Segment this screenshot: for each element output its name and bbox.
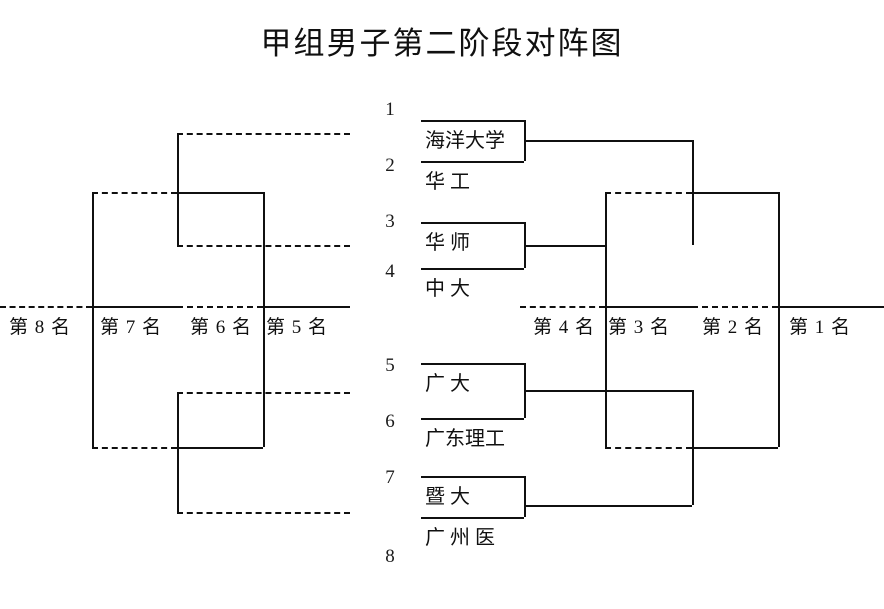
seed-number-8: 8 bbox=[385, 546, 395, 567]
match1-bottom-line bbox=[421, 161, 524, 163]
semifinal-winner-line-lower bbox=[692, 447, 778, 449]
seed-number-6: 6 bbox=[385, 411, 395, 432]
final-connector-upper bbox=[778, 192, 780, 307]
match4-connector bbox=[524, 476, 526, 517]
semifinal-winner-line-upper bbox=[692, 192, 778, 194]
rank-line-left-6 bbox=[177, 306, 263, 308]
match3-winner-line bbox=[524, 390, 692, 392]
team-name-ji-da: 暨 大 bbox=[425, 486, 470, 508]
rank-line-right-2 bbox=[692, 306, 778, 308]
team-name-guangdong-ligong: 广东理工 bbox=[425, 428, 505, 450]
left-mid-dashed-rail bbox=[92, 192, 177, 194]
page-title: 甲组男子第二阶段对阵图 bbox=[260, 26, 624, 61]
rank-line-right-4 bbox=[520, 306, 605, 308]
left-outer-connector-upper bbox=[92, 192, 94, 307]
seed-number-2: 2 bbox=[385, 155, 395, 176]
match3-top-line bbox=[421, 363, 524, 365]
left-mid-lower-solid-rail bbox=[177, 447, 263, 449]
left-mid-solid-rail bbox=[177, 192, 263, 194]
seed-number-7: 7 bbox=[385, 467, 395, 488]
team-name-zhong-da: 中 大 bbox=[425, 278, 470, 300]
seed-number-5: 5 bbox=[385, 355, 395, 376]
match2-winner-line bbox=[524, 245, 605, 247]
left-mid-lower-dashed-rail bbox=[92, 447, 177, 449]
rank-label-2: 第 2 名 bbox=[702, 317, 765, 338]
left-inner-connector-lower bbox=[263, 307, 265, 447]
match4-winner-line bbox=[524, 505, 692, 507]
left-upper-inner-connector bbox=[177, 133, 179, 245]
team-name-guang-da: 广 大 bbox=[425, 373, 470, 395]
match3-bottom-line bbox=[421, 418, 524, 420]
left-upper-outer-rail bbox=[177, 133, 350, 135]
left-outer-connector-lower bbox=[92, 307, 94, 447]
rank-line-right-1 bbox=[778, 306, 884, 308]
final-connector-lower bbox=[778, 307, 780, 447]
rank-line-left-5 bbox=[263, 306, 350, 308]
rank-label-1: 第 1 名 bbox=[789, 317, 852, 338]
rank-line-right-3 bbox=[605, 306, 692, 308]
team-name-haiyang-daxue: 海洋大学 bbox=[425, 130, 505, 152]
match4-bottom-line bbox=[421, 517, 524, 519]
left-lower-outer-rail bbox=[177, 512, 350, 514]
rank-label-7: 第 7 名 bbox=[100, 317, 163, 338]
rank-label-4: 第 4 名 bbox=[533, 317, 596, 338]
match1-winner-line bbox=[524, 140, 692, 142]
rank-label-3: 第 3 名 bbox=[608, 317, 671, 338]
rank-line-left-8 bbox=[0, 306, 92, 308]
rank-label-6: 第 6 名 bbox=[190, 317, 253, 338]
rank-label-5: 第 5 名 bbox=[266, 317, 329, 338]
team-name-hua-shi: 华 师 bbox=[425, 232, 470, 254]
seed-number-1: 1 bbox=[385, 99, 395, 120]
match4-top-line bbox=[421, 476, 524, 478]
rank-label-8: 第 8 名 bbox=[9, 317, 72, 338]
right-loser-connector-lower bbox=[605, 307, 607, 447]
match1-top-line bbox=[421, 120, 524, 122]
right-lower-loser-rail bbox=[605, 447, 692, 449]
rank-line-left-7 bbox=[92, 306, 177, 308]
right-upper-loser-rail bbox=[605, 192, 692, 194]
match2-top-line bbox=[421, 222, 524, 224]
team-name-hua-gong: 华 工 bbox=[425, 171, 470, 193]
team-name-guangzhou-yi: 广 州 医 bbox=[425, 527, 495, 549]
seed-number-3: 3 bbox=[385, 211, 395, 232]
seed-number-4: 4 bbox=[385, 261, 395, 282]
left-lower-inner-connector bbox=[177, 392, 179, 512]
match2-bottom-line bbox=[421, 268, 524, 270]
right-loser-connector-upper bbox=[605, 192, 607, 307]
left-inner-connector-upper bbox=[263, 192, 265, 307]
